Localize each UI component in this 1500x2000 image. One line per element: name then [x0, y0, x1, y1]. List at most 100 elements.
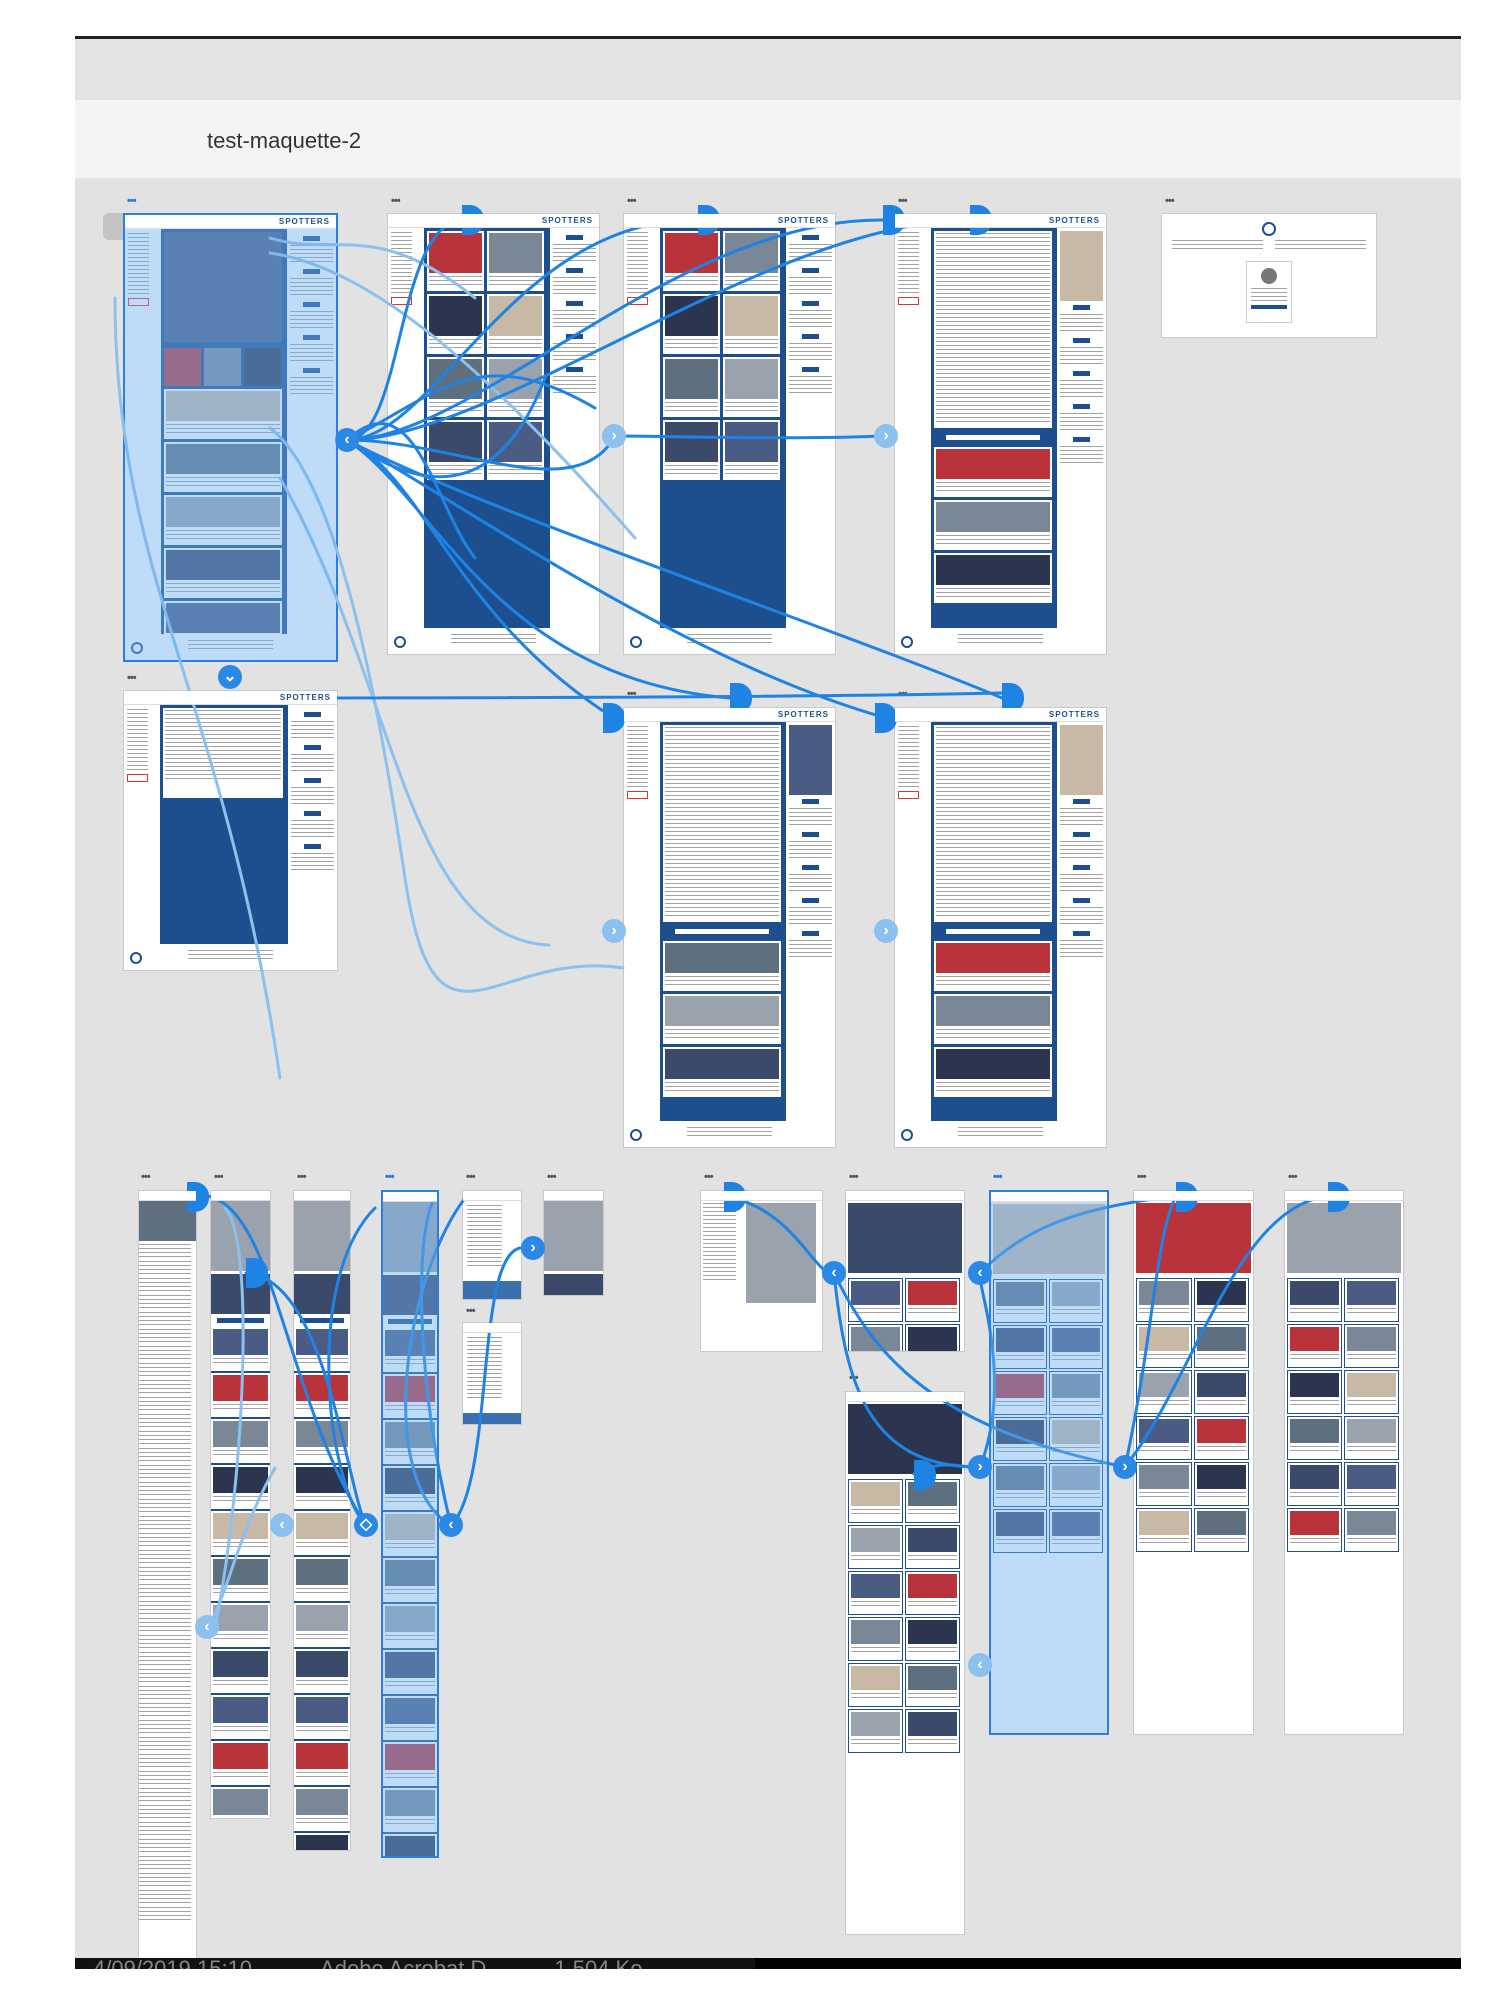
link-arrow-right-icon[interactable]: › — [874, 424, 898, 448]
link-handle[interactable] — [914, 1460, 936, 1490]
artboard-desktop-index[interactable]: SPOTTERS — [123, 690, 338, 971]
text-lines — [627, 734, 648, 739]
text-lines — [664, 1029, 780, 1039]
artboard-tablet-home[interactable] — [989, 1190, 1109, 1735]
text-lines — [165, 530, 281, 540]
text-lines — [128, 289, 149, 294]
right-column — [784, 722, 835, 1121]
artboard-desktop-list-2[interactable]: SPOTTERS — [623, 213, 836, 655]
artboard-tablet-list-2[interactable] — [1284, 1190, 1404, 1735]
link-arrow-right-icon[interactable]: › — [874, 919, 898, 943]
link-arrow-left-icon[interactable]: ‹ — [968, 1653, 992, 1677]
artboard-desktop-article-1[interactable]: SPOTTERS — [894, 213, 1107, 655]
artboard-menu[interactable]: ••• — [849, 1171, 859, 1183]
text-lines — [385, 1543, 435, 1551]
artboard-header — [544, 1191, 603, 1201]
artboard-menu[interactable]: ••• — [627, 195, 637, 207]
artboard-menu[interactable]: ••• — [466, 1171, 476, 1183]
text-lines — [467, 1393, 502, 1398]
article-image — [296, 1697, 348, 1723]
artboard-desktop-home[interactable]: SPOTTERS — [123, 213, 338, 662]
artboard-menu[interactable]: ••• — [127, 195, 137, 207]
artboard-menu[interactable]: ••• — [704, 1171, 714, 1183]
link-handle[interactable] — [603, 703, 625, 733]
link-arrow-right-icon[interactable]: › — [1113, 1455, 1137, 1479]
link-handle[interactable] — [875, 703, 897, 733]
artboard-mobile-list-3[interactable] — [381, 1190, 439, 1858]
artboard-footer — [624, 1121, 835, 1147]
link-arrow-left-icon[interactable]: ‹ — [439, 1513, 463, 1537]
artboard-mobile-list-1[interactable] — [210, 1190, 271, 1819]
artboard-menu[interactable]: ••• — [1288, 1171, 1298, 1183]
text-lines — [1251, 288, 1287, 302]
text-lines — [296, 1542, 348, 1550]
link-handle[interactable] — [1002, 683, 1024, 713]
link-arrow-right-icon[interactable]: › — [968, 1455, 992, 1479]
text-lines — [1275, 240, 1366, 252]
text-lines — [139, 1703, 192, 1717]
text-lines — [139, 1839, 192, 1853]
artboard-header — [294, 1191, 350, 1201]
artboard-menu[interactable]: ••• — [385, 1171, 395, 1183]
link-arrow-left-icon[interactable]: ‹ — [195, 1615, 219, 1639]
mobile-body — [139, 1201, 196, 1921]
link-arrow-diamond-icon[interactable]: ◇ — [354, 1513, 378, 1537]
artboard-menu[interactable]: ••• — [993, 1171, 1003, 1183]
artboard-menu[interactable]: ••• — [127, 672, 137, 684]
artboard-desktop-article-2[interactable]: SPOTTERS — [623, 707, 836, 1148]
artboard-login[interactable] — [1161, 213, 1377, 338]
artboard-menu[interactable]: ••• — [141, 1171, 151, 1183]
artboard-menu[interactable]: ••• — [297, 1171, 307, 1183]
section-heading — [945, 929, 1041, 934]
artboard-mobile-menu[interactable] — [462, 1190, 522, 1300]
artboard-menu[interactable]: ••• — [547, 1171, 557, 1183]
link-handle[interactable] — [730, 683, 752, 713]
link-arrow-left-icon[interactable]: ‹ — [822, 1261, 846, 1285]
artboard-footer — [895, 628, 1106, 654]
artboard-desktop-article-3[interactable]: SPOTTERS — [894, 707, 1107, 1148]
widget-heading — [1073, 404, 1091, 409]
text-lines — [139, 1771, 192, 1785]
artboard-mobile-article[interactable] — [138, 1190, 197, 1958]
link-arrow-right-icon[interactable]: › — [521, 1236, 545, 1260]
widget-heading — [802, 799, 820, 804]
article-image — [851, 1528, 900, 1552]
file-app: Adobe Acrobat D — [320, 1958, 486, 1969]
artboard-menu[interactable]: ••• — [214, 1171, 224, 1183]
text-lines — [898, 256, 919, 261]
link-arrow-right-icon[interactable]: › — [602, 424, 626, 448]
article-image — [996, 1328, 1044, 1352]
artboard-menu[interactable]: ••• — [1165, 195, 1175, 207]
artboard-menu[interactable]: ••• — [466, 1305, 476, 1317]
artboard-menu[interactable]: ••• — [627, 688, 637, 700]
link-arrow-right-icon[interactable]: › — [602, 919, 626, 943]
artboard-menu[interactable]: ••• — [1137, 1171, 1147, 1183]
artboard-menu[interactable]: ••• — [391, 195, 401, 207]
article-image — [1290, 1373, 1339, 1397]
article-card — [383, 1696, 437, 1742]
link-arrow-down-icon[interactable]: ⌄ — [218, 665, 242, 689]
artboard-tablet-menu[interactable] — [700, 1190, 823, 1352]
article-image — [851, 1712, 900, 1736]
link-handle[interactable] — [246, 1258, 268, 1288]
text-lines — [996, 1355, 1044, 1363]
artboard-mobile-list-2[interactable] — [293, 1190, 351, 1851]
link-handle[interactable] — [187, 1182, 209, 1212]
artboard-mobile-submenu[interactable] — [462, 1322, 522, 1425]
link-arrow-left-icon[interactable]: ‹ — [335, 428, 359, 452]
link-arrow-left-icon[interactable]: ‹ — [270, 1513, 294, 1537]
artboard-header — [463, 1191, 521, 1201]
article-image — [165, 497, 281, 527]
prototype-canvas[interactable]: SPOTTERS SPOTTERS SPOTTERS SPOTTERS SPOT… — [75, 178, 1461, 1958]
artboard-tablet-article[interactable] — [845, 1391, 965, 1935]
artboard-tablet-list-1[interactable] — [1133, 1190, 1254, 1735]
text-lines — [296, 1680, 348, 1688]
link-arrow-left-icon[interactable]: ‹ — [968, 1261, 992, 1285]
text-lines — [1060, 907, 1103, 927]
article-image — [1136, 1203, 1251, 1273]
text-lines — [1196, 1354, 1246, 1362]
artboard-mobile-search[interactable] — [543, 1190, 604, 1296]
article-card — [933, 1047, 1053, 1097]
artboard-menu[interactable]: ••• — [898, 195, 908, 207]
article-image — [1347, 1281, 1396, 1305]
